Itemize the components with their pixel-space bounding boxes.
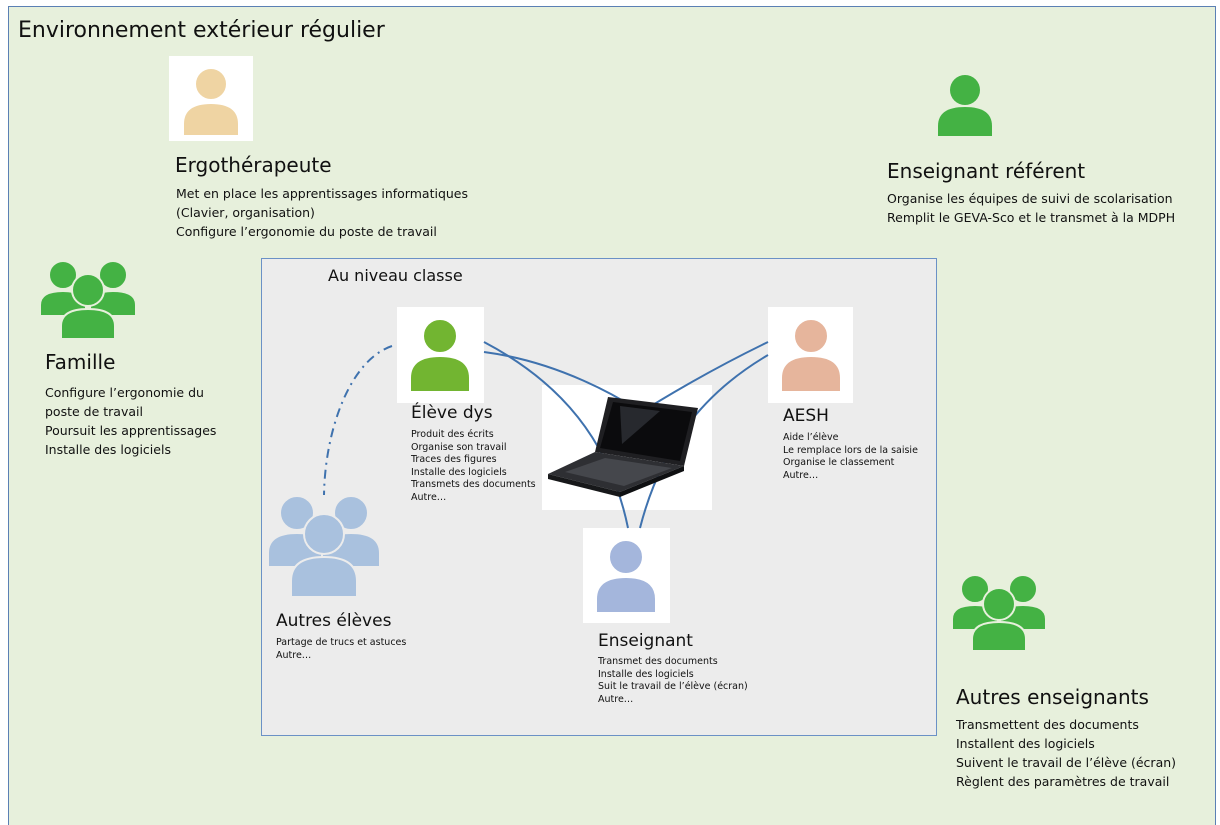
autres-enseignants-line: Suivent le travail de l’élève (écran)	[956, 755, 1177, 770]
famille-line: Configure l’ergonomie du	[45, 385, 204, 400]
autres-enseignants-line: Règlent des paramètres de travail	[956, 774, 1170, 789]
eleve-dys-line: Organise son travail	[411, 441, 507, 453]
outer-environment-title: Environnement extérieur régulier	[18, 18, 385, 43]
ergotherapeute-line: Configure l’ergonomie du poste de travai…	[176, 224, 437, 239]
autres-eleves-name: Autres élèves	[276, 611, 392, 631]
aesh-line: Le remplace lors de la saisie	[783, 444, 918, 456]
enseignant-person-icon	[595, 539, 657, 614]
class-level-title: Au niveau classe	[328, 266, 463, 285]
famille-line: poste de travail	[45, 404, 143, 419]
ergotherapeute-line: (Clavier, organisation)	[176, 205, 315, 220]
enseignant-line: Transmet des documents	[598, 656, 718, 667]
eleve-dys-name: Élève dys	[411, 403, 493, 423]
enseignant-referent-line: Organise les équipes de suivi de scolari…	[887, 191, 1173, 206]
aesh-line: Aide l’élève	[783, 432, 839, 443]
autres-eleves-line: Partage de trucs et astuces	[276, 637, 407, 648]
enseignant-referent-description: Organise les équipes de suivi de scolari…	[887, 189, 1175, 227]
eleve-dys-person-icon	[409, 318, 471, 393]
connector-lines	[323, 341, 769, 529]
famille-group-icon	[39, 260, 137, 340]
eleve-dys-line: Installe des logiciels	[411, 466, 507, 478]
enseignant-line: Autre…	[598, 693, 634, 705]
famille-name: Famille	[45, 350, 116, 374]
famille-line: Poursuit les apprentissages	[45, 423, 217, 438]
aesh-description: Aide l’élève Le remplace lors de la sais…	[783, 432, 918, 482]
autres-enseignants-line: Installent des logiciels	[956, 736, 1095, 751]
aesh-line: Autre…	[783, 469, 819, 481]
famille-description: Configure l’ergonomie du poste de travai…	[45, 383, 216, 459]
connector-eleve-autres-eleves	[323, 345, 393, 496]
eleve-dys-line: Transmets des documents	[411, 479, 536, 491]
eleve-dys-line: Produit des écrits	[411, 429, 494, 440]
enseignant-name: Enseignant	[598, 631, 693, 651]
enseignant-line: Suit le travail de l’élève (écran)	[598, 681, 748, 693]
enseignant-referent-line: Remplit le GEVA-Sco et le transmet à la …	[887, 210, 1176, 225]
autres-eleves-description: Partage de trucs et astuces Autre…	[276, 637, 406, 662]
ergotherapeute-description: Met en place les apprentissages informat…	[176, 184, 468, 241]
aesh-name: AESH	[783, 406, 829, 426]
autres-enseignants-group-icon	[951, 574, 1047, 652]
autres-eleves-line: Autre…	[276, 649, 312, 661]
autres-enseignants-description: Transmettent des documents Installent de…	[956, 715, 1176, 791]
aesh-person-icon	[780, 318, 842, 393]
enseignant-line: Installe des logiciels	[598, 668, 694, 680]
eleve-dys-description: Produit des écrits Organise son travail …	[411, 429, 536, 505]
ergotherapeute-person-icon	[182, 67, 240, 137]
autres-eleves-group-icon	[267, 495, 381, 598]
laptop-icon	[548, 397, 698, 497]
autres-enseignants-line: Transmettent des documents	[956, 717, 1139, 732]
eleve-dys-line: Traces des figures	[411, 454, 497, 466]
famille-line: Installe des logiciels	[45, 442, 171, 457]
eleve-dys-line: Autre…	[411, 491, 447, 503]
enseignant-description: Transmet des documents Installe des logi…	[598, 656, 748, 706]
aesh-line: Organise le classement	[783, 457, 895, 469]
ergotherapeute-line: Met en place les apprentissages informat…	[176, 186, 468, 201]
autres-enseignants-name: Autres enseignants	[956, 685, 1149, 709]
enseignant-referent-person-icon	[938, 75, 992, 136]
enseignant-referent-name: Enseignant référent	[887, 159, 1086, 183]
ergotherapeute-name: Ergothérapeute	[175, 153, 332, 177]
